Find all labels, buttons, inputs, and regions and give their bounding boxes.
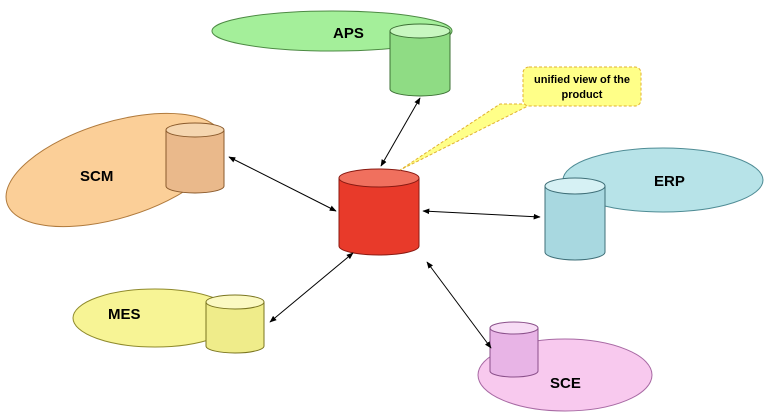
aps-database-icon (389, 23, 451, 97)
connector-mes-central (269, 252, 354, 323)
aps-label: APS (333, 25, 364, 42)
callout: unified view of the product (399, 66, 642, 171)
connector-aps-central (380, 97, 421, 167)
connector-sce-central (426, 261, 492, 349)
mes-node: MES (72, 288, 265, 354)
sce-label: SCE (550, 375, 581, 392)
callout-line-1: unified view of the (534, 74, 630, 86)
erp-label: ERP (654, 173, 685, 190)
callout-pointer (399, 103, 533, 171)
scm-label: SCM (80, 168, 113, 185)
mes-database-icon (205, 294, 265, 354)
scm-node: SCM (5, 112, 225, 228)
central-database-icon (338, 168, 420, 256)
connector-scm-central (228, 156, 337, 212)
callout-box (522, 66, 642, 107)
callout-line-2: product (562, 89, 603, 101)
mes-label: MES (108, 306, 141, 323)
erp-database-icon (544, 177, 606, 261)
connector-erp-central (422, 208, 541, 220)
sce-node: SCE (477, 321, 653, 412)
erp-node: ERP (544, 147, 764, 261)
aps-node: APS (211, 10, 453, 97)
sce-database-icon (489, 321, 539, 378)
scm-database-icon (165, 122, 225, 194)
